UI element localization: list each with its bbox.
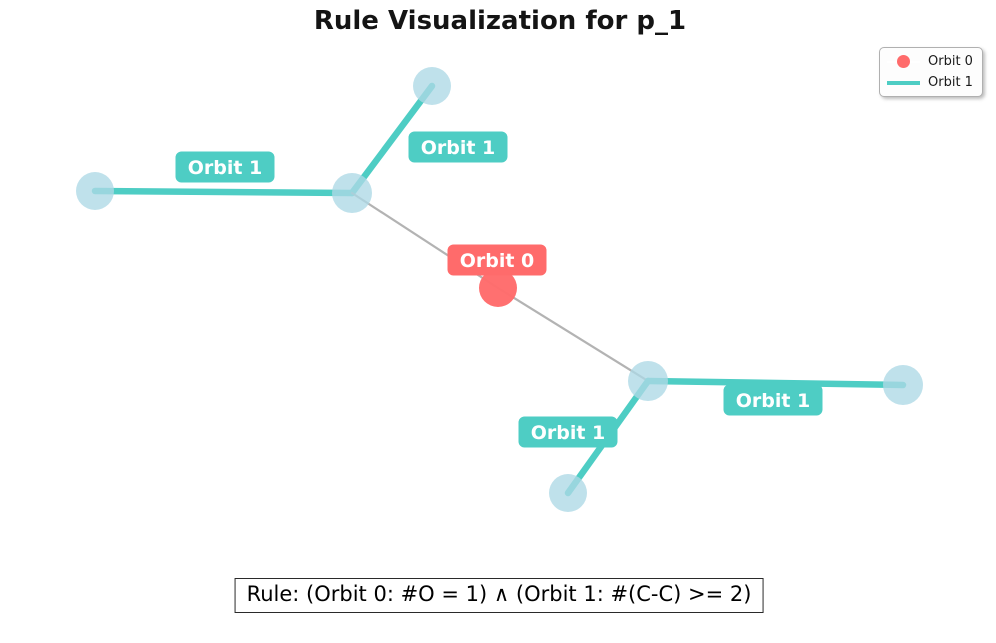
graph-node: [549, 474, 587, 512]
orbit0-node: [479, 269, 517, 307]
graph-node: [76, 172, 114, 210]
legend: Orbit 0 Orbit 1: [879, 47, 983, 97]
svg-text:Orbit 0: Orbit 0: [460, 250, 535, 272]
svg-text:Orbit 1: Orbit 1: [736, 390, 811, 412]
legend-item-orbit0: Orbit 0: [887, 53, 975, 70]
orbit0-dot-icon: [897, 55, 910, 68]
legend-label-orbit0: Orbit 0: [928, 54, 973, 69]
graph-node: [332, 173, 372, 213]
orbit1-edge: [644, 377, 907, 389]
edge-label-orbit1: Orbit 1: [723, 384, 823, 416]
graph-node: [413, 67, 451, 105]
plain-edge: [496, 286, 650, 383]
orbit1-edge: [348, 82, 436, 197]
legend-item-orbit1: Orbit 1: [887, 74, 975, 91]
orbit1-line-icon: [887, 75, 920, 90]
edge-label-orbit1: Orbit 1: [175, 151, 275, 183]
svg-text:Orbit 1: Orbit 1: [421, 137, 496, 159]
edge-label-orbit1: Orbit 1: [408, 131, 508, 163]
figure-title: Rule Visualization for p_1: [313, 6, 687, 36]
graph-node: [628, 361, 668, 401]
orbit0-marker-icon: [887, 54, 920, 69]
edge-label-orbit1: Orbit 1: [518, 416, 618, 448]
svg-text:Orbit 1: Orbit 1: [188, 157, 263, 179]
edge-label-orbit0: Orbit 0: [447, 244, 547, 276]
orbit1-edge: [91, 187, 356, 197]
legend-label-orbit1: Orbit 1: [928, 75, 973, 90]
orbit1-line-swatch: [887, 80, 920, 85]
graph-node: [883, 365, 923, 405]
svg-text:Orbit 1: Orbit 1: [531, 422, 606, 444]
rule-text-box: Rule: (Orbit 0: #O = 1) ∧ (Orbit 1: #(C-…: [234, 578, 764, 613]
